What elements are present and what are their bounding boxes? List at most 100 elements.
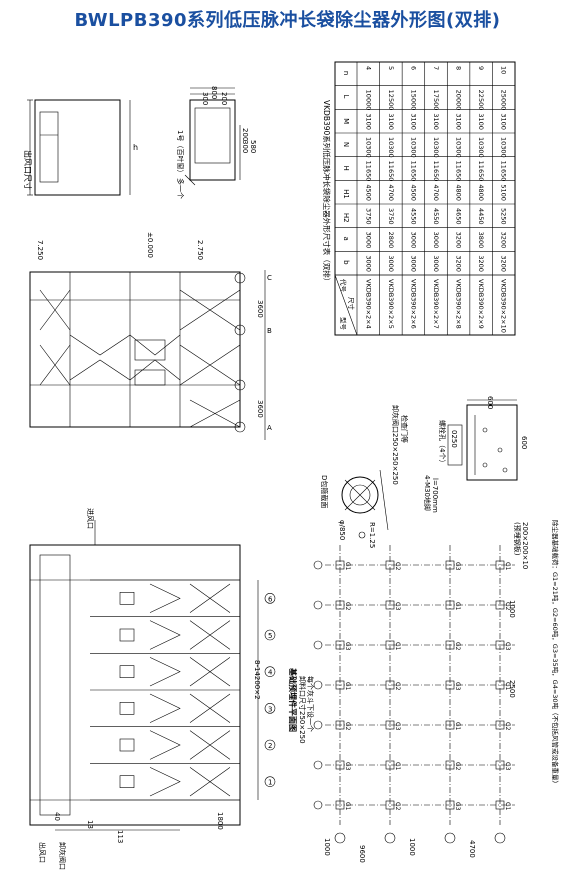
table-cell: 4800 bbox=[477, 184, 485, 201]
axis-c: C bbox=[267, 274, 272, 282]
table-cell: 5100 bbox=[500, 184, 508, 201]
dim-580: 580 bbox=[249, 140, 257, 153]
table-cell: 3100 bbox=[364, 113, 372, 130]
outlet-label: 出风口尺寸 bbox=[23, 150, 33, 190]
table-model-3: VKDB390×2×6 bbox=[409, 279, 417, 329]
valve-caption: D包箍截面 bbox=[320, 475, 329, 508]
table-model-4: VKDB390×2×7 bbox=[432, 279, 440, 329]
dim-front-3: 113 bbox=[116, 830, 124, 843]
valve-label-2: 检查门等 bbox=[400, 415, 409, 443]
table-grid: VKDB390×2×441000031001030011650450037503… bbox=[334, 62, 516, 336]
table-header-N: N bbox=[342, 142, 350, 147]
plan-support-label: G2 bbox=[394, 802, 401, 811]
table-cell: 4550 bbox=[432, 208, 440, 225]
table-cell: 6 bbox=[409, 66, 417, 70]
table-cell: 12500 bbox=[387, 90, 395, 111]
table-cell: 11650 bbox=[500, 161, 508, 182]
plan-support-label: G1 bbox=[504, 562, 511, 571]
table-cell: 3750 bbox=[387, 208, 395, 225]
plan-support-label: G2 bbox=[344, 722, 351, 731]
table-cell: 4550 bbox=[409, 208, 417, 225]
anchor-label: 4-M30地脚 bbox=[423, 475, 432, 511]
table-cell: 4700 bbox=[432, 184, 440, 201]
plan-support-label: G2 bbox=[504, 602, 511, 611]
plan-support-label: G3 bbox=[504, 642, 511, 651]
table-cell: 25000 bbox=[500, 90, 508, 111]
front-axis-5: 2 bbox=[268, 742, 272, 750]
table-header-H2: H2 bbox=[342, 213, 350, 223]
table-cell: 10300 bbox=[409, 137, 417, 158]
dim-3600-b: 3600 bbox=[256, 400, 264, 418]
table-cell: 4500 bbox=[409, 184, 417, 201]
table-model-5: VKDB390×2×8 bbox=[455, 279, 463, 329]
plan-support-label: G2 bbox=[454, 642, 461, 651]
page-title: BWLPB390系列低压脉冲长袋除尘器外形图(双排) bbox=[74, 10, 501, 31]
plan-grid: G1G2G3G1G2G3G1G2G3G1G2G3G1G2G3G1G2G3G1G2… bbox=[313, 545, 515, 844]
plan-label-4: 200×200×10 bbox=[521, 522, 529, 569]
dim-phi: φ/850 bbox=[338, 520, 346, 540]
bracket-label: 螺栓孔（4个） bbox=[438, 420, 447, 466]
dim-front-4: 40 bbox=[53, 812, 61, 821]
anchor-detail: l=700mm bbox=[431, 478, 439, 513]
table-corner-bottom: 尺寸 bbox=[347, 297, 356, 311]
dim-200b: 200 bbox=[241, 128, 249, 141]
table-cell: 10300 bbox=[364, 137, 372, 158]
table-cell: 10000 bbox=[364, 90, 372, 111]
table-cell: 4500 bbox=[364, 184, 372, 201]
plan-support-label: G3 bbox=[454, 682, 461, 691]
inlet-label: 进风口 bbox=[86, 508, 94, 529]
foundation-plan: 基础预埋件平面图 卸料口尺寸250×250 每个灰斗下设一个 (预埋钢板) 20… bbox=[288, 520, 560, 863]
plan-support-label: G1 bbox=[394, 762, 401, 771]
table-corner-top: 代号 bbox=[339, 279, 348, 293]
plan-support-label: G1 bbox=[394, 642, 401, 651]
front-axis-4: 3 bbox=[268, 705, 272, 713]
table-cell: 3200 bbox=[455, 232, 463, 249]
table-model-2: VKDB390×2×5 bbox=[387, 279, 395, 329]
dim-front-2: 13 bbox=[86, 820, 94, 829]
table-cell: 11650 bbox=[455, 161, 463, 182]
plan-dim-5: 1000 bbox=[508, 600, 516, 618]
plan-dim-4: 2500 bbox=[508, 680, 516, 698]
bracket-dim-top: 600 bbox=[486, 396, 494, 409]
dim-200: 200 bbox=[220, 92, 228, 105]
table-cell: 20000 bbox=[455, 90, 463, 111]
table-model-6: VKDB390×2×9 bbox=[477, 279, 485, 329]
table-cell: 15000 bbox=[409, 90, 417, 111]
table-cell: 10300 bbox=[477, 137, 485, 158]
bracket-dim-side: 600 bbox=[520, 436, 528, 449]
table-cell: 3800 bbox=[477, 232, 485, 249]
table-cell: 7 bbox=[432, 66, 440, 70]
table-cell: 3100 bbox=[409, 113, 417, 130]
plan-support-label: G3 bbox=[344, 642, 351, 651]
dim-front-1: 8-14200×2 bbox=[253, 660, 261, 700]
front-axis-6: 1 bbox=[268, 779, 272, 787]
plan-support-label: G3 bbox=[394, 722, 401, 731]
plan-support-label: G1 bbox=[454, 722, 461, 731]
table-cell: 8 bbox=[455, 66, 463, 70]
front-axis-3: 4 bbox=[268, 669, 273, 677]
plan-dim-3: 1000 bbox=[408, 838, 416, 856]
table-cell: 3100 bbox=[500, 113, 508, 130]
bottom-label: 卸灰阀口 bbox=[58, 842, 67, 870]
elev-top: 7.250 bbox=[36, 240, 44, 260]
elevation-view: 7.250 ±0.000 2.750 3600 3600 C B A bbox=[29, 232, 272, 440]
outlet-bottom: 出风口 bbox=[38, 842, 47, 863]
table-cell: 11650 bbox=[364, 161, 372, 182]
table-cell: 5250 bbox=[500, 208, 508, 225]
table-cell: 3200 bbox=[477, 255, 485, 272]
table-cell: 5 bbox=[387, 66, 395, 70]
plan-support-label: G2 bbox=[454, 762, 461, 771]
table-cell: 11650 bbox=[387, 161, 395, 182]
table-cell: 4700 bbox=[387, 184, 395, 201]
plan-label-3: (预埋钢板) bbox=[513, 522, 522, 556]
bracket-detail: 600 600 螺栓孔（4个） 0250 4-M30地脚 l=700mm bbox=[423, 396, 528, 513]
dimension-table: VKDB390×2×441000031001030011650450037503… bbox=[322, 61, 516, 336]
dim-300b: 300 bbox=[241, 140, 249, 153]
valve-label-1: 卸灰阀口250×250×250 bbox=[391, 405, 400, 485]
plan-caption: 基础预埋件平面图 bbox=[288, 667, 298, 732]
table-cell: 3000 bbox=[432, 255, 440, 272]
dim-300: 300 bbox=[201, 92, 209, 105]
plan-support-label: G2 bbox=[394, 562, 401, 571]
bucket-label: 1号（百叶窗） bbox=[176, 130, 185, 176]
plan-support-label: G3 bbox=[394, 602, 401, 611]
